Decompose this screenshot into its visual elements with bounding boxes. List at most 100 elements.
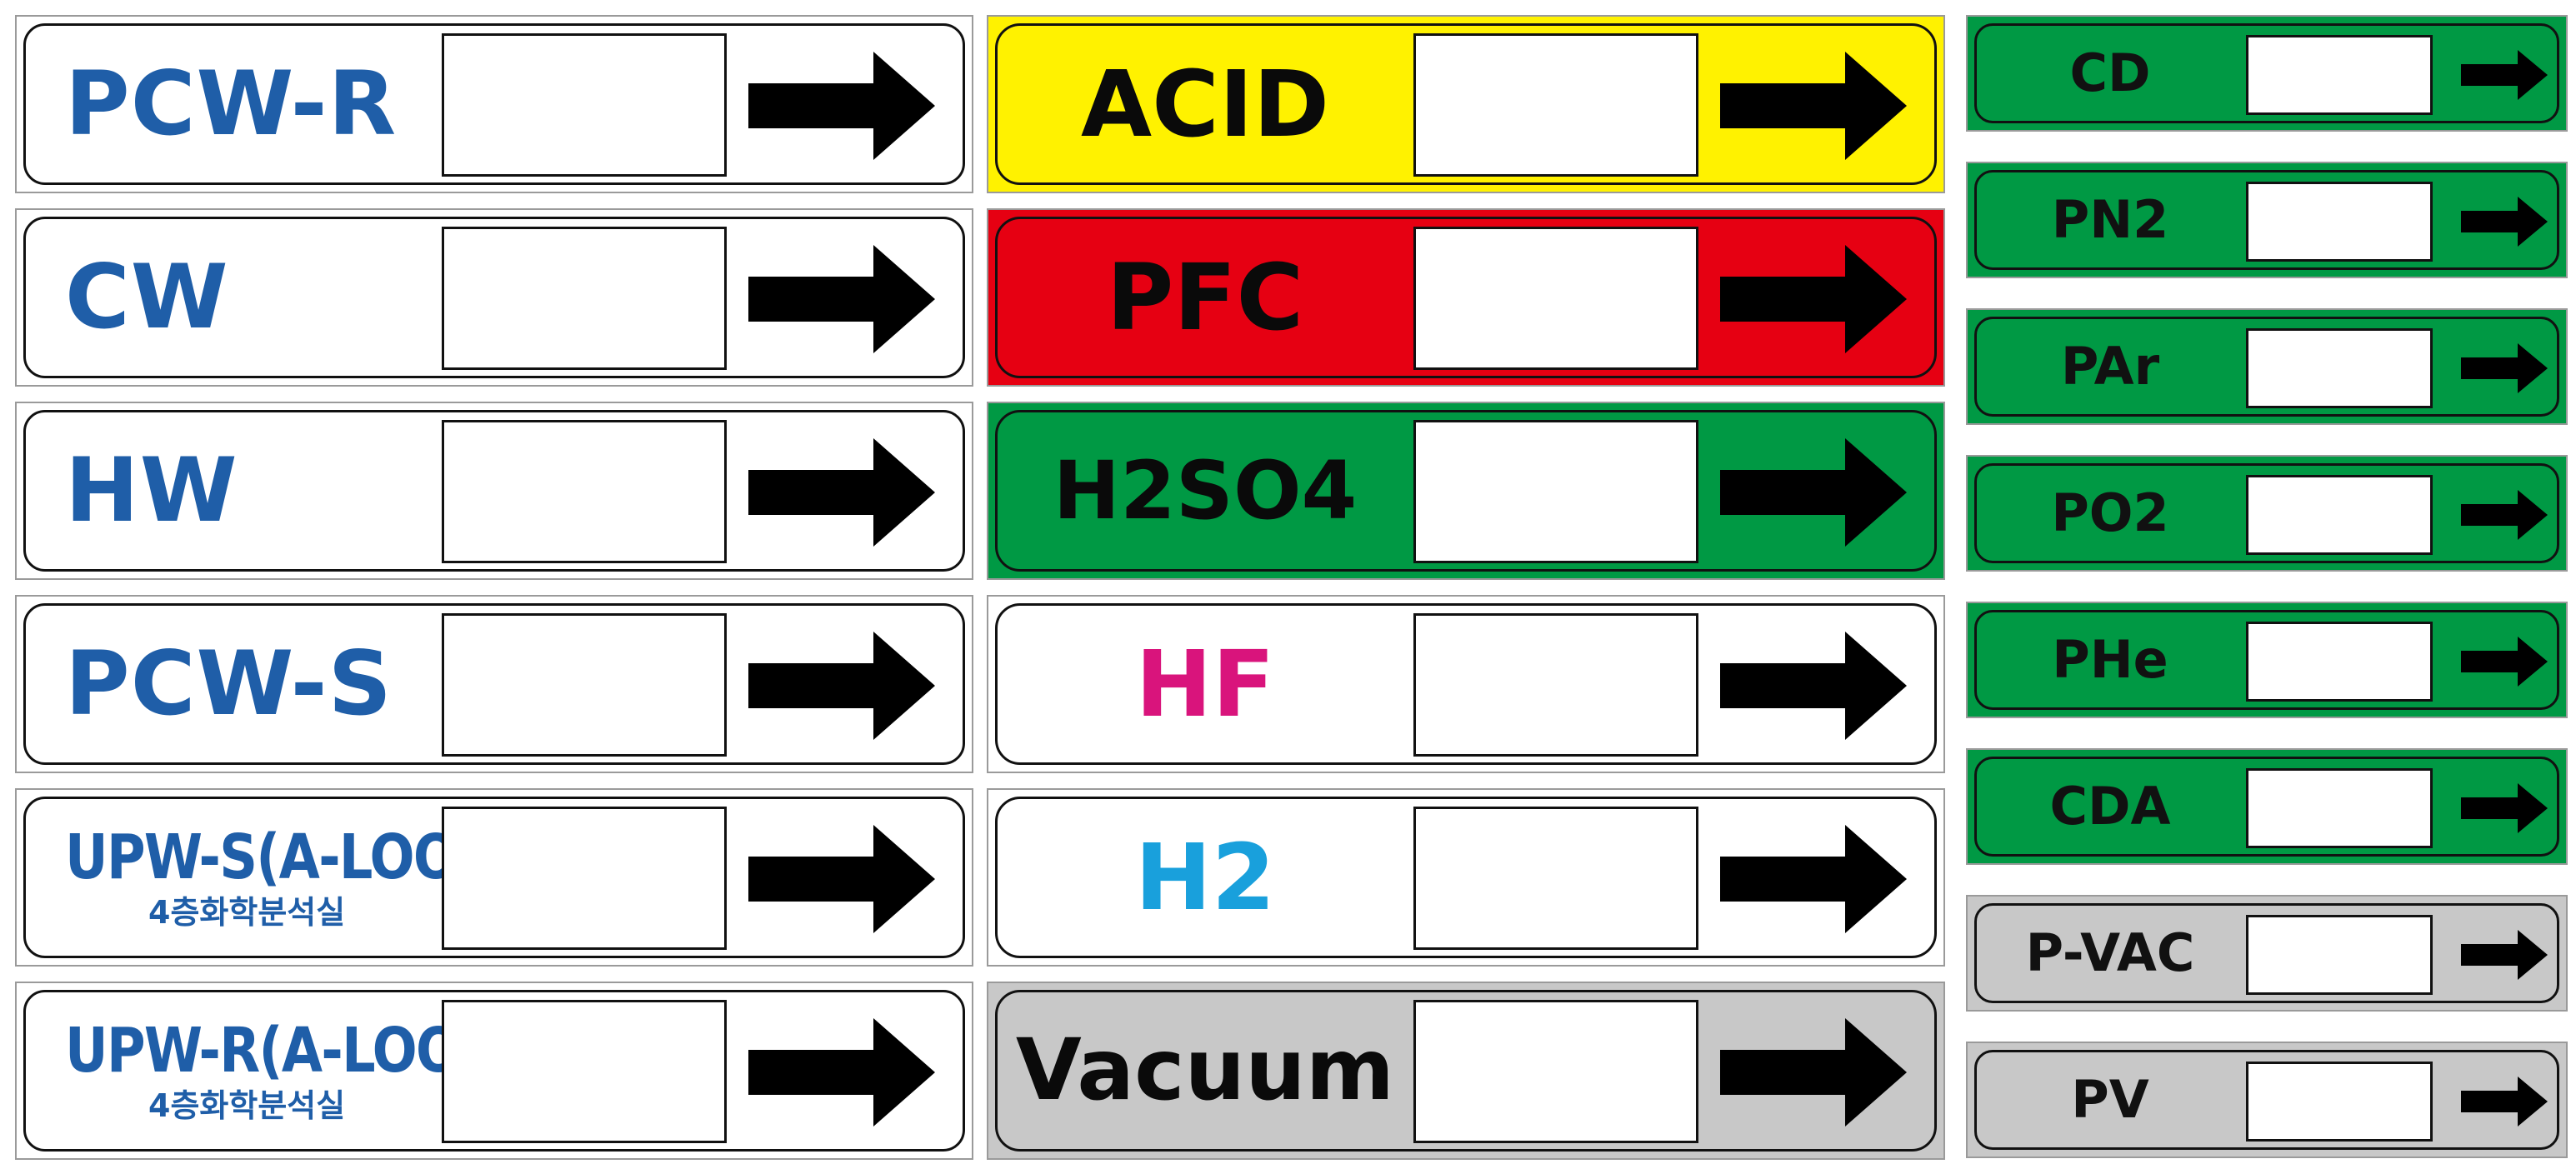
blank-write-box — [442, 420, 727, 563]
right-arrow-icon — [2461, 490, 2548, 540]
label-border — [995, 23, 1937, 185]
label-name-text: PCW-R — [65, 52, 398, 155]
label-name-text: PFC — [1106, 244, 1304, 351]
label-name: PHe — [1968, 603, 2253, 717]
pipe-label-par: PAr — [1966, 308, 2568, 425]
pipe-label-pn2: PN2 — [1966, 162, 2568, 278]
label-name: HW — [65, 403, 238, 578]
pipe-label-cd: CD — [1966, 15, 2568, 132]
blank-write-box — [2246, 328, 2433, 408]
pipe-label-h2so4: H2SO4 — [987, 402, 1945, 580]
label-name: PCW-R — [65, 17, 397, 192]
label-name: P-VAC — [1968, 897, 2253, 1010]
right-arrow-icon — [748, 632, 935, 740]
label-name: PFC — [988, 210, 1422, 385]
right-arrow-icon — [748, 825, 935, 933]
blank-write-box — [442, 33, 727, 177]
right-arrow-icon — [748, 245, 935, 353]
pipe-label-vacuum: Vacuum — [987, 982, 1945, 1160]
blank-write-box — [1413, 227, 1698, 370]
label-border — [23, 410, 965, 572]
pipe-label-p-vac: P-VAC — [1966, 895, 2568, 1012]
label-border — [23, 23, 965, 185]
right-arrow-icon — [2461, 783, 2548, 833]
right-arrow-icon — [2461, 930, 2548, 980]
right-arrow-icon — [2461, 343, 2548, 393]
label-name: PO2 — [1968, 457, 2253, 570]
label-name-text: H2 — [1134, 824, 1276, 931]
label-name-text: HF — [1135, 631, 1275, 737]
right-arrow-icon — [2461, 50, 2548, 100]
label-border — [23, 990, 965, 1152]
pipe-label-cw: CW — [15, 208, 973, 387]
label-name-text: CD — [2069, 42, 2151, 103]
label-name-text: PCW-S — [65, 632, 393, 735]
label-name: PAr — [1968, 310, 2253, 423]
pipe-label-phe: PHe — [1966, 602, 2568, 718]
right-arrow-icon — [748, 438, 935, 547]
label-name-text: PN2 — [2051, 189, 2169, 250]
right-arrow-icon — [1720, 1018, 1907, 1127]
right-arrow-icon — [748, 52, 935, 160]
right-arrow-icon — [748, 1018, 935, 1127]
right-arrow-icon — [1720, 245, 1907, 353]
label-name: HF — [988, 597, 1422, 772]
label-name-text: P-VAC — [2025, 922, 2195, 983]
label-name: PCW-S — [65, 597, 393, 772]
right-arrow-icon — [1720, 825, 1907, 933]
blank-write-box — [442, 227, 727, 370]
label-name-text: Vacuum — [1015, 1021, 1395, 1120]
label-name-text: ACID — [1080, 51, 1330, 157]
label-border — [1974, 317, 2559, 417]
label-name-text: CW — [65, 246, 229, 348]
blank-write-box — [442, 613, 727, 757]
label-border — [995, 217, 1937, 378]
label-name-text: HW — [65, 439, 238, 542]
label-border — [995, 603, 1937, 765]
label-name-text: PHe — [2052, 629, 2168, 690]
label-name: PN2 — [1968, 163, 2253, 277]
label-location-text: 4층화학분석실 — [148, 894, 346, 931]
label-border — [23, 797, 965, 958]
right-arrow-icon — [2461, 637, 2548, 687]
label-border — [995, 410, 1937, 572]
label-border — [23, 603, 965, 765]
blank-write-box — [1413, 1000, 1698, 1143]
right-arrow-icon — [1720, 52, 1907, 160]
pipe-label-upw-s: UPW-S(A-LOOP) 4층화학분석실 — [15, 788, 973, 967]
label-name-text: PO2 — [2051, 482, 2169, 543]
blank-write-box — [2246, 915, 2433, 995]
pipe-label-pv: PV — [1966, 1042, 2568, 1158]
label-name: ACID — [988, 17, 1422, 192]
blank-write-box — [1413, 420, 1698, 563]
label-border — [1974, 903, 2559, 1003]
label-border — [1974, 757, 2559, 857]
label-border — [23, 217, 965, 378]
blank-write-box — [1413, 807, 1698, 950]
label-name: CW — [65, 210, 229, 385]
label-name: CDA — [1968, 750, 2253, 863]
label-name: H2 — [988, 790, 1422, 965]
label-border — [1974, 463, 2559, 563]
label-location-text: 4층화학분석실 — [148, 1087, 346, 1124]
label-name: PV — [1968, 1043, 2253, 1157]
blank-write-box — [2246, 475, 2433, 555]
right-arrow-icon — [2461, 1077, 2548, 1127]
right-arrow-icon — [1720, 438, 1907, 547]
pipe-label-h2: H2 — [987, 788, 1945, 967]
blank-write-box — [2246, 35, 2433, 115]
label-border — [1974, 23, 2559, 123]
blank-write-box — [2246, 1062, 2433, 1142]
pipe-label-cda: CDA — [1966, 748, 2568, 865]
blank-write-box — [442, 807, 727, 950]
label-name-text: PV — [2071, 1069, 2149, 1130]
label-border — [1974, 610, 2559, 710]
pipe-label-pfc: PFC — [987, 208, 1945, 387]
label-border — [1974, 170, 2559, 270]
label-name: H2SO4 — [988, 403, 1422, 578]
label-name: Vacuum — [988, 983, 1422, 1158]
label-name-text: PAr — [2060, 336, 2160, 397]
label-name: CD — [1968, 17, 2253, 130]
blank-write-box — [2246, 768, 2433, 848]
label-border — [995, 990, 1937, 1152]
